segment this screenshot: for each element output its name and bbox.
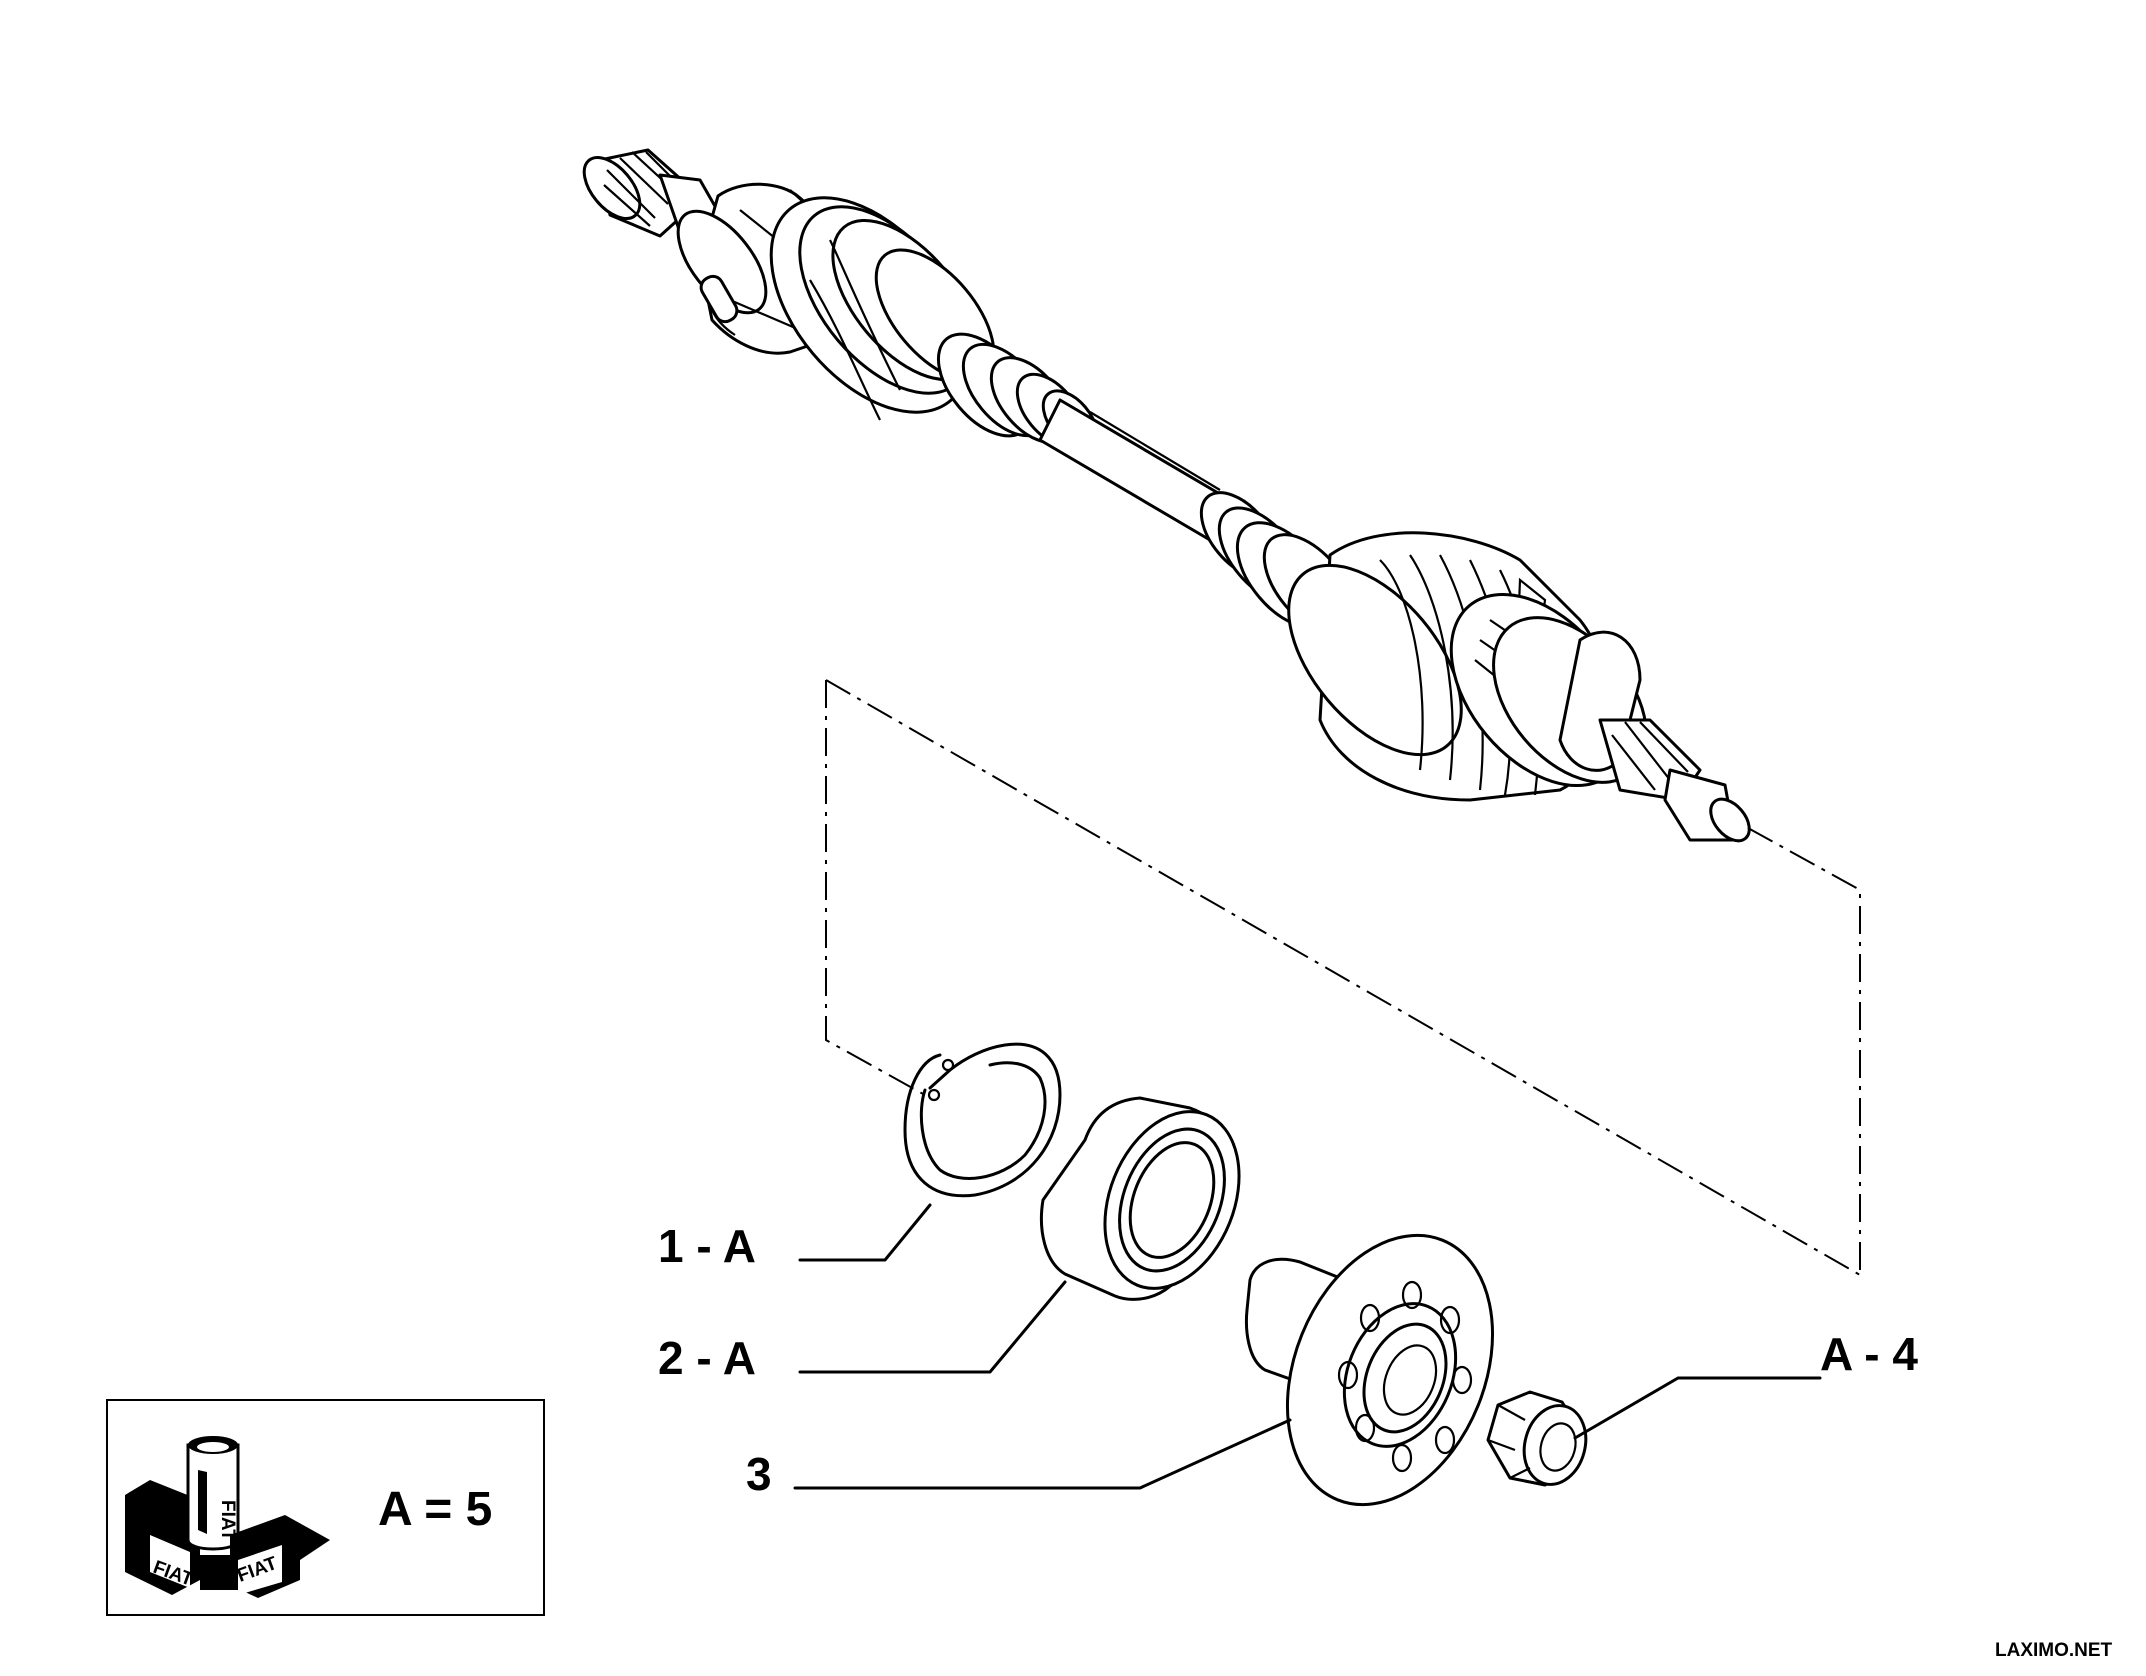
leader-lines	[793, 1203, 1822, 1490]
inner-spline-stub	[582, 148, 722, 240]
assembly-centerline	[825, 679, 1861, 1276]
wheel-hub[interactable]	[1245, 1205, 1530, 1536]
svg-text:FIAT: FIAT	[217, 1500, 238, 1541]
circlip[interactable]	[903, 1042, 1062, 1198]
wheel-bearing[interactable]	[1039, 1091, 1264, 1308]
callout-label-3: 3	[746, 1448, 772, 1500]
legend-text: A = 5	[378, 1483, 492, 1536]
callout-label-1: 1 - A	[658, 1220, 756, 1272]
callout-label-2: 2 - A	[658, 1332, 756, 1384]
callout-label-4: A - 4	[1820, 1328, 1918, 1380]
watermark: LAXIMO.NET	[1995, 1640, 2113, 1661]
hub-nut[interactable]	[1486, 1390, 1594, 1491]
legend-box: FIAT FIAT FIAT A = 5	[106, 1399, 545, 1616]
drive-shaft[interactable]	[574, 148, 1757, 848]
lubricant-pack-icon: FIAT FIAT FIAT	[125, 1436, 330, 1598]
outer-spline-stub	[1598, 718, 1751, 843]
